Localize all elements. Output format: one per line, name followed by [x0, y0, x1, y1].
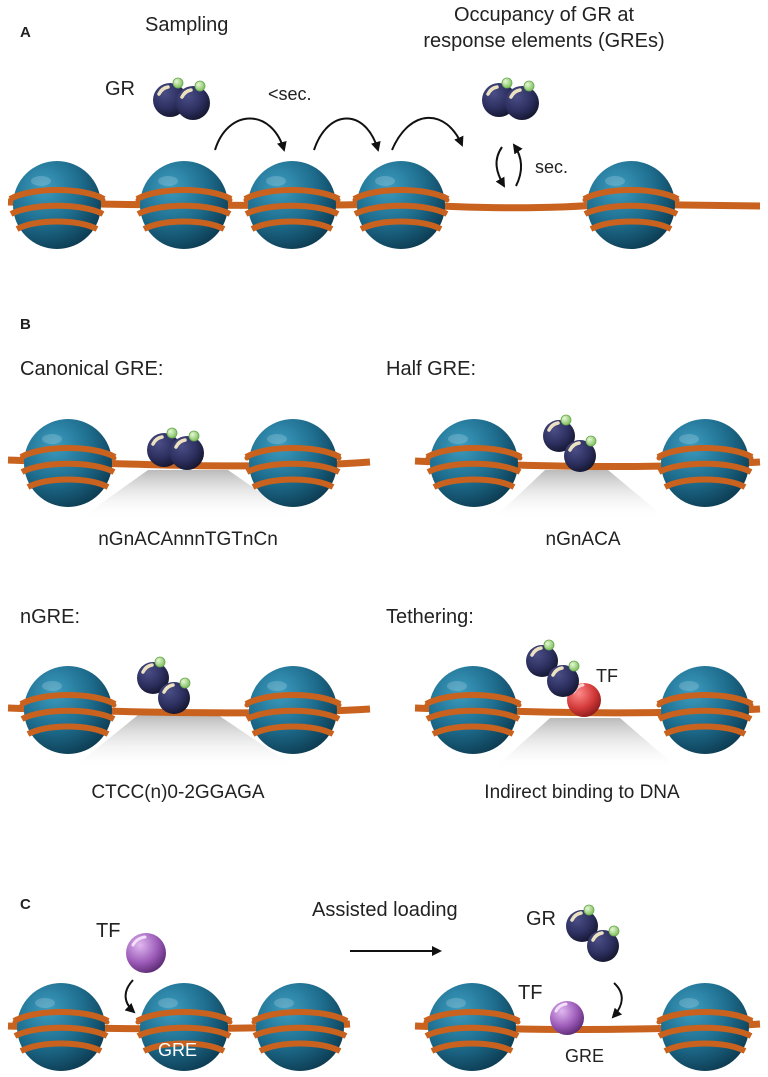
fast-timescale-label: <sec. [268, 84, 312, 104]
gr-dimer-icon [480, 76, 541, 122]
tf-label: TF [518, 982, 543, 1004]
assisted-loading-label: Assisted loading [312, 899, 458, 921]
nucleosome-icon [21, 666, 115, 754]
tf-label: TF [96, 920, 121, 942]
ngre-title: nGRE: [20, 606, 81, 628]
arrow-icon [391, 116, 464, 151]
binding-site-shadow [78, 470, 300, 520]
sampling-label: Sampling [145, 14, 229, 36]
tf-label: TF [596, 666, 618, 686]
occupancy-label-line2: response elements (GREs) [423, 30, 665, 52]
binding-site-shadow [70, 715, 300, 770]
nucleosome-icon [426, 666, 520, 754]
nucleosome-icon [245, 161, 339, 249]
nucleosome-icon [425, 983, 519, 1071]
arrow-icon [611, 982, 623, 1019]
gr-label: GR [105, 78, 135, 100]
tethering-caption: Indirect binding to DNA [484, 782, 680, 803]
canonical-gre-sequence: nGnACAnnnTGTnCn [98, 529, 278, 550]
nucleosome-icon [658, 419, 752, 507]
occupancy-label-line1: Occupancy of GR at [453, 4, 635, 26]
tf-icon [126, 933, 166, 973]
nucleosome-icon [10, 161, 104, 249]
gr-dimer-icon [145, 426, 206, 472]
arrow-icon [495, 146, 505, 188]
panel-c [7, 903, 761, 1071]
panel-label-c: C [20, 896, 31, 913]
arrow-icon [124, 979, 136, 1014]
arrow-icon [512, 143, 523, 187]
gr-dimer-icon [135, 655, 192, 716]
nucleosome-icon [354, 161, 448, 249]
panel-label-b: B [20, 316, 31, 333]
slow-timescale-label: sec. [535, 157, 569, 177]
ngre-sequence: CTCC(n)0-2GGAGA [91, 782, 265, 803]
panel-a [8, 76, 761, 249]
nucleosome-icon [246, 666, 340, 754]
nucleosome-icon [137, 161, 231, 249]
nucleosome-icon [253, 983, 347, 1071]
panel-label-a: A [20, 24, 31, 41]
gr-label: GR [526, 908, 556, 930]
half-gre-sequence: nGnACA [545, 529, 621, 550]
nucleosome-icon [21, 419, 115, 507]
nucleosome-icon [427, 419, 521, 507]
tethering-title: Tethering: [386, 606, 474, 628]
gr-dimer-icon [524, 638, 581, 699]
gre-label: GRE [565, 1046, 605, 1066]
nucleosome-icon [658, 666, 752, 754]
arrow-icon [214, 117, 287, 152]
canonical-gre-title: Canonical GRE: [20, 358, 164, 380]
gr-dimer-icon [151, 76, 212, 122]
nucleosome-icon [658, 983, 752, 1071]
gr-dimer-icon [564, 903, 621, 964]
nucleosome-icon [584, 161, 678, 249]
arrow-icon [313, 117, 381, 152]
gre-label: GRE [158, 1040, 198, 1060]
nucleosome-icon [14, 983, 108, 1071]
panel-b [7, 413, 761, 770]
binding-site-shadow [492, 470, 668, 520]
binding-site-shadow [492, 718, 680, 770]
tf-icon [550, 1001, 584, 1035]
half-gre-title: Half GRE: [386, 358, 477, 380]
